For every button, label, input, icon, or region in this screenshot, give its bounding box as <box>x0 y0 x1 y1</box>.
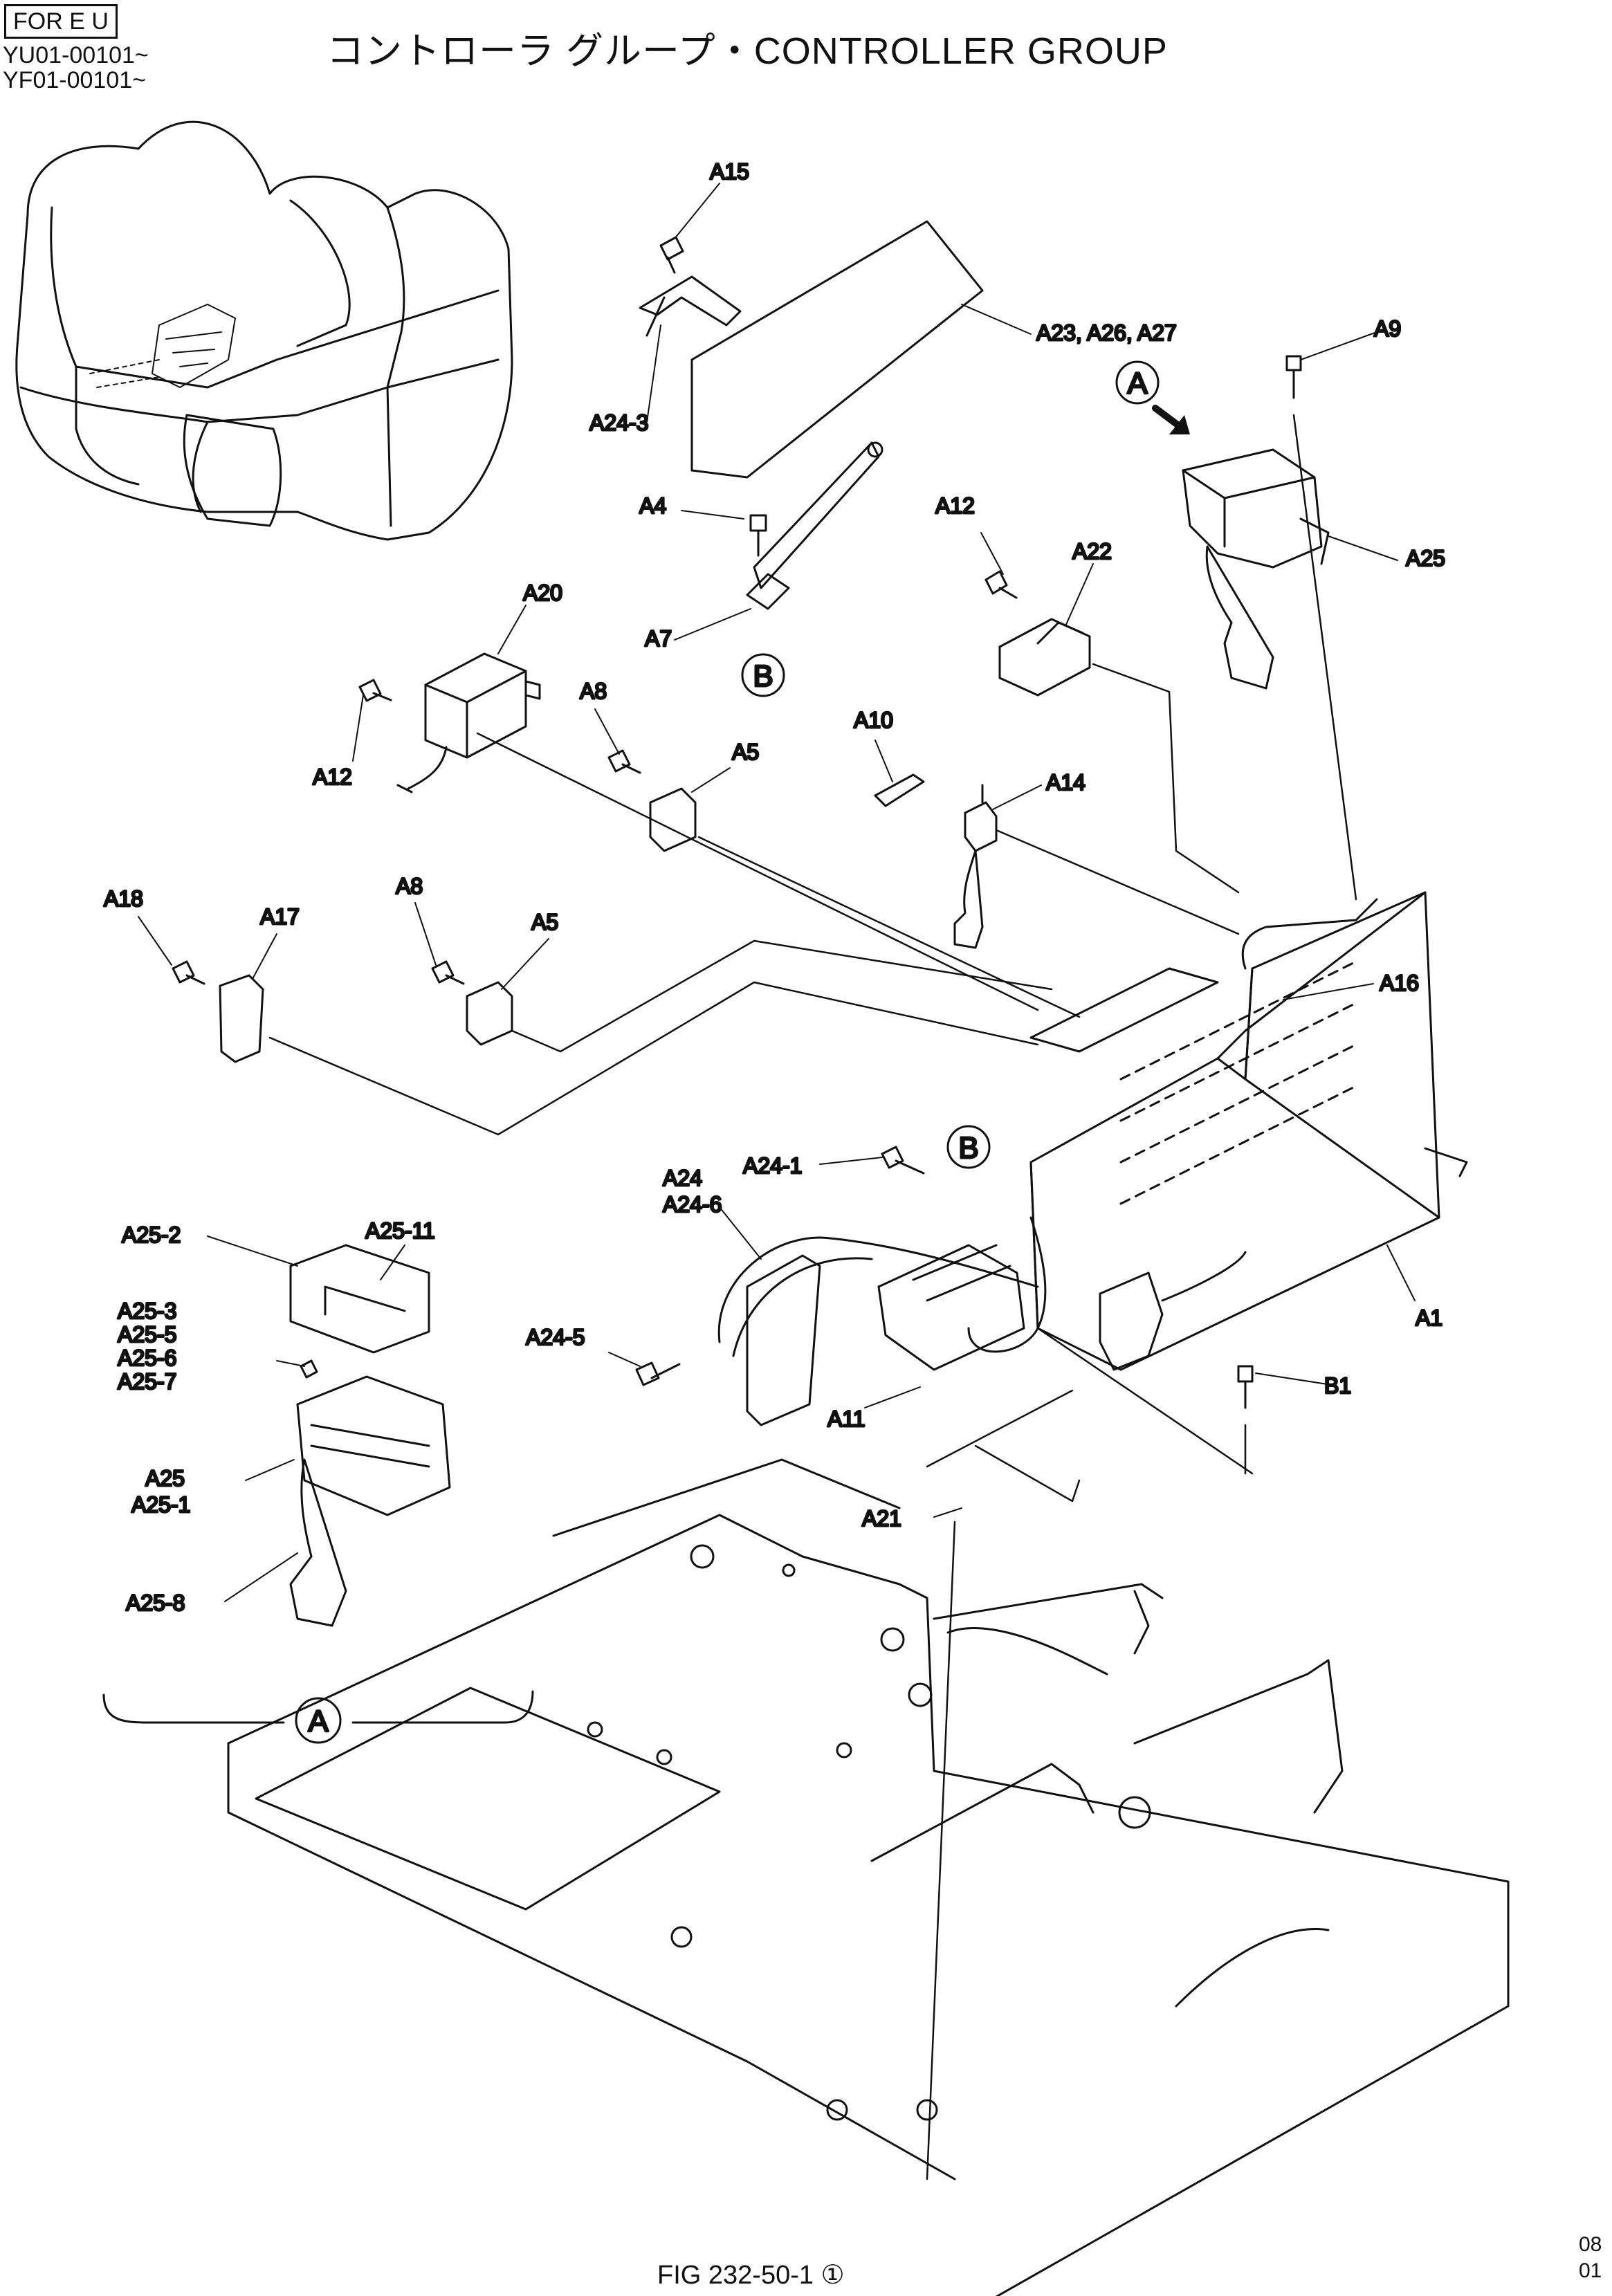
page-title: コントローラ グループ・CONTROLLER GROUP <box>327 30 1168 72</box>
callout-a15: A15 <box>710 159 749 184</box>
callout-a24-6: A24-6 <box>663 1192 722 1217</box>
assembly-reference-lines <box>268 414 1357 2180</box>
callout-a25-7: A25-7 <box>118 1369 176 1394</box>
callout-labels: A15 A23, A26, A27 A24-3 A9 A4 A7 A12 A22… <box>103 158 1447 1617</box>
floor-frame <box>227 1458 1510 2296</box>
fuse-box-a25 <box>1182 448 1330 690</box>
small-components <box>219 773 998 1063</box>
callout-a16: A16 <box>1380 971 1419 995</box>
detail-a-fuse-box <box>102 1244 534 1724</box>
detail-marker-b-upper: B <box>753 659 773 693</box>
relay-a20 <box>396 652 541 793</box>
serial-range-yf: YF01-00101~ <box>3 67 146 93</box>
callout-a8-mid: A8 <box>396 874 423 899</box>
page-number-top: 08 <box>1579 2233 1602 2256</box>
callout-a11: A11 <box>827 1406 865 1431</box>
callout-a24-5: A24-5 <box>526 1325 585 1350</box>
callout-a14: A14 <box>1046 770 1086 795</box>
callout-a10: A10 <box>854 708 893 733</box>
callout-a4: A4 <box>639 493 666 518</box>
detail-marker-a-detail: A <box>308 1705 329 1738</box>
callout-a7: A7 <box>645 626 672 651</box>
callout-a12-top: A12 <box>935 493 975 518</box>
callout-a25-2: A25-2 <box>122 1222 181 1247</box>
callout-a25: A25 <box>1406 546 1445 571</box>
callout-a23: A23, A26, A27 <box>1036 320 1177 345</box>
figure-label: FIG 232-50-1 ① <box>657 2261 845 2290</box>
callout-a25-11: A25-11 <box>365 1218 435 1243</box>
main-bracket-a1 <box>1029 891 1468 1371</box>
controller-plate-a23 <box>639 220 984 610</box>
callout-a25-5: A25-5 <box>118 1322 176 1347</box>
callout-a1: A1 <box>1416 1305 1442 1330</box>
callout-a25-1: A25-1 <box>131 1492 190 1517</box>
view-arrow-head-icon <box>1169 415 1190 434</box>
callout-a24: A24 <box>663 1166 702 1191</box>
serial-range-yu: YU01-00101~ <box>3 42 149 68</box>
relay-a22 <box>998 618 1091 697</box>
detail-markers <box>295 360 1160 1744</box>
callout-leader-lines <box>138 183 1416 1602</box>
callout-a12-left: A12 <box>313 764 352 789</box>
callout-a24-1: A24-1 <box>743 1153 802 1178</box>
callout-a5-mid: A5 <box>531 910 558 935</box>
machine-overview-illustration <box>15 120 513 541</box>
callout-a24-3: A24-3 <box>589 410 648 435</box>
callout-a5-top: A5 <box>732 740 759 764</box>
page-number-bottom: 01 <box>1579 2259 1602 2282</box>
callout-a18: A18 <box>104 886 143 911</box>
callout-a17: A17 <box>260 904 300 929</box>
callout-a8-top: A8 <box>580 679 607 704</box>
market-tag: FOR E U <box>4 4 118 39</box>
bolts <box>172 236 1302 1409</box>
callout-a25-main: A25 <box>145 1466 185 1491</box>
callout-b1: B1 <box>1324 1373 1351 1398</box>
callout-a20: A20 <box>523 580 562 605</box>
callout-a25-6: A25-6 <box>118 1346 176 1370</box>
callout-a25-8: A25-8 <box>126 1590 185 1615</box>
callout-a25-3: A25-3 <box>118 1298 176 1323</box>
controller-harness-a11 <box>717 1216 1247 1426</box>
detail-marker-a-view: A <box>1127 367 1148 401</box>
callout-a9: A9 <box>1374 316 1401 341</box>
callout-a21: A21 <box>862 1506 901 1531</box>
callout-a22: A22 <box>1072 539 1112 564</box>
detail-marker-b-lower: B <box>958 1131 978 1165</box>
